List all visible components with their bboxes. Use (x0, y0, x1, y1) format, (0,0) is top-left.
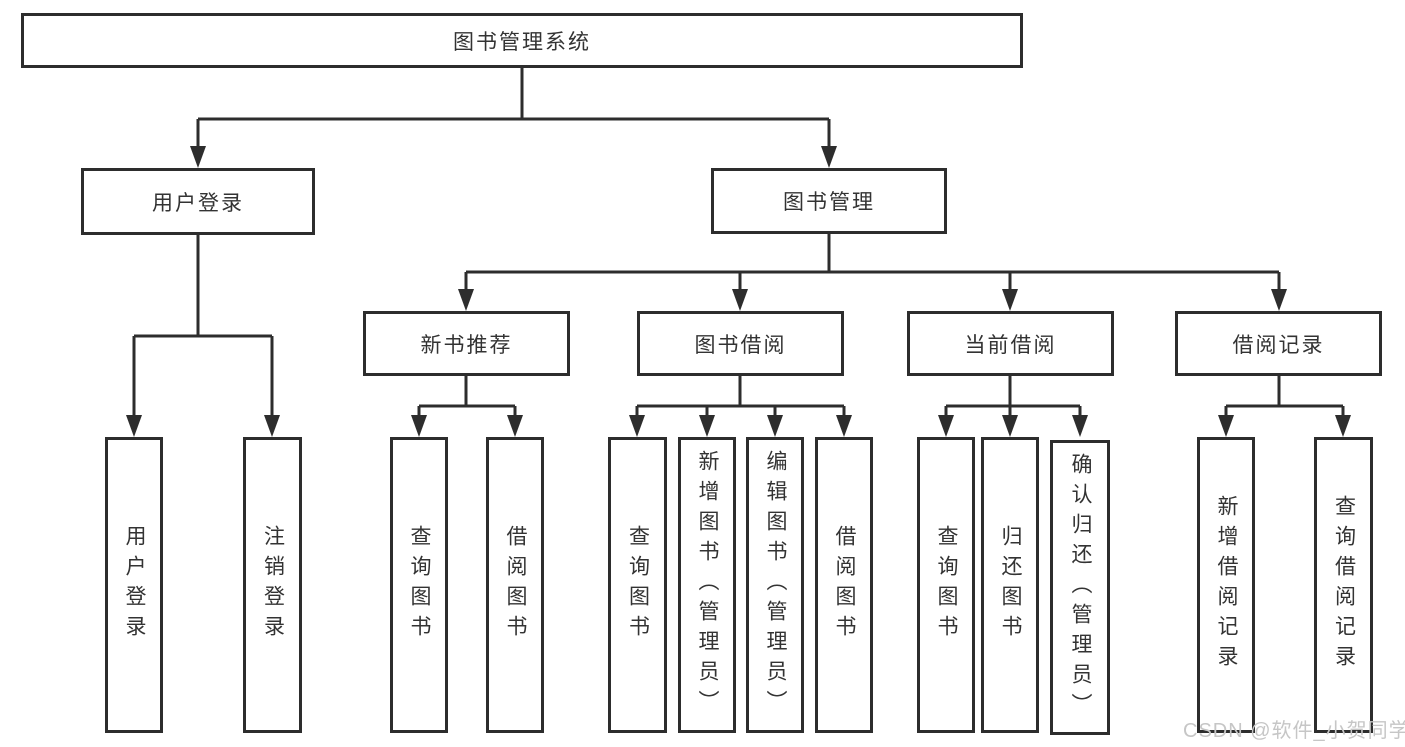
node-new-book-recommend: 新书推荐 (363, 311, 570, 376)
node-borrow-records: 借阅记录 (1175, 311, 1382, 376)
leaf-records-add-record: 新增借阅记录 (1197, 437, 1255, 733)
leaf-borrow-edit-books: 编辑图书（管理员） (746, 437, 804, 733)
node-user-login: 用户登录 (81, 168, 315, 235)
leaf-recommend-query-books: 查询图书 (390, 437, 448, 733)
node-current-borrow: 当前借阅 (907, 311, 1114, 376)
leaf-borrow-borrow-books: 借阅图书 (815, 437, 873, 733)
node-root-system: 图书管理系统 (21, 13, 1023, 68)
connector-paths (132, 68, 1345, 421)
node-book-management: 图书管理 (711, 168, 947, 234)
leaf-user-login: 用户登录 (105, 437, 163, 733)
csdn-watermark: CSDN @软件_小贺同学 (1183, 720, 1405, 742)
leaf-borrow-add-books: 新增图书（管理员） (678, 437, 736, 733)
leaf-records-query-record: 查询借阅记录 (1314, 437, 1373, 733)
leaf-current-return-books: 归还图书 (981, 437, 1039, 733)
leaf-logout: 注销登录 (243, 437, 302, 733)
leaf-current-query-books: 查询图书 (917, 437, 975, 733)
arrowheads (126, 146, 1351, 437)
leaf-borrow-query-books: 查询图书 (608, 437, 667, 733)
leaf-current-confirm-return: 确认归还（管理员） (1050, 440, 1110, 735)
leaf-recommend-borrow-books: 借阅图书 (486, 437, 544, 733)
node-book-borrow: 图书借阅 (637, 311, 844, 376)
